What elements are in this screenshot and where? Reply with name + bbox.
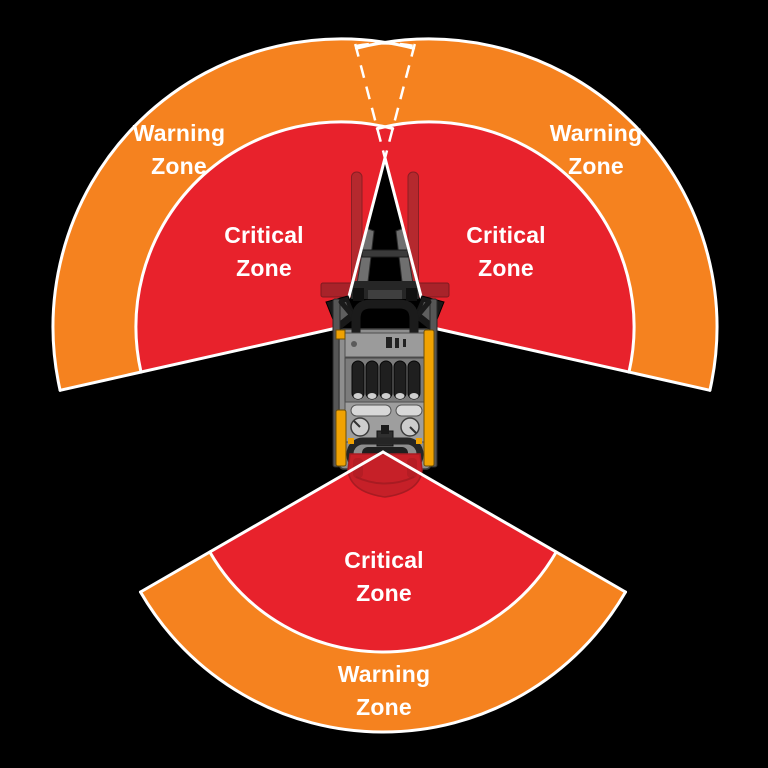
critical-arc-bottom	[208, 550, 558, 654]
tow-hitch-pin	[381, 425, 389, 434]
mast-crossbar	[361, 249, 409, 258]
zone-edge-left	[58, 325, 343, 392]
critical-zone-label-top-right: Critical Zone	[466, 222, 546, 281]
rear-light-left-mark	[353, 420, 361, 428]
operator-deck	[344, 332, 426, 358]
warning-zone-label-bottom: Warning Zone	[337, 661, 431, 720]
carriage-plate	[368, 290, 402, 299]
zone-edge-right	[427, 325, 712, 392]
control-lever-1	[386, 337, 392, 348]
fan-edge-right	[381, 450, 627, 594]
accent-strip-left	[335, 409, 347, 467]
overhead-guard	[351, 299, 419, 352]
accent-dot-left	[348, 438, 354, 444]
critical-arc-top-right	[375, 120, 636, 374]
carriage-foot-left	[353, 288, 364, 301]
fan-edge-left	[139, 450, 385, 594]
warning-zone-label-top-left: Warning Zone	[132, 120, 226, 179]
accent-strip-right	[423, 329, 435, 467]
control-lever-3	[403, 339, 406, 347]
rear-light-right-mark	[409, 426, 417, 434]
engine-louvers	[351, 360, 421, 400]
forklift-body	[325, 295, 445, 472]
rear-seam	[355, 476, 415, 485]
warning-arc-bottom	[139, 590, 627, 734]
warning-arc-top-left	[51, 37, 416, 392]
steering-knob	[351, 341, 357, 347]
accent-block-left	[335, 329, 346, 340]
warning-arc-top-right	[354, 37, 719, 392]
warning-zone-label-top-right: Warning Zone	[549, 120, 643, 179]
zone-borders-bottom	[139, 450, 627, 734]
blind-spot-arc	[355, 42, 415, 48]
critical-arc-top-left	[134, 120, 395, 374]
vent-pill-right	[395, 404, 423, 417]
critical-zone-bottom	[209, 452, 557, 652]
critical-zone-label-top-left: Critical Zone	[224, 222, 304, 281]
zone-borders-top	[51, 37, 719, 392]
vent-pill-left	[350, 404, 392, 417]
critical-zone-label-bottom: Critical Zone	[344, 547, 424, 606]
blind-spot-dashed-outline	[353, 42, 417, 171]
accent-dot-right	[416, 438, 422, 444]
carriage-foot-right	[406, 288, 417, 301]
control-lever-2	[395, 338, 399, 348]
